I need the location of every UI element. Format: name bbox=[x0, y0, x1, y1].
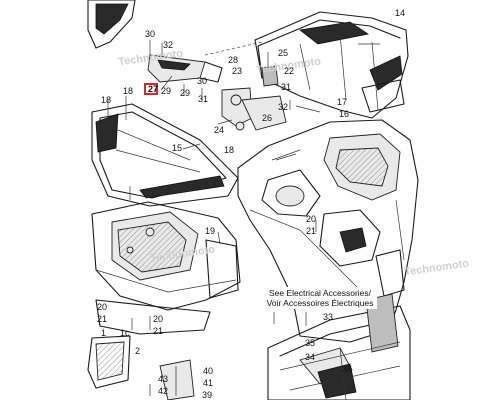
rear-fender bbox=[237, 119, 419, 343]
leader-lines bbox=[160, 43, 380, 245]
callout-19[interactable]: 19 bbox=[205, 226, 216, 236]
callout-29[interactable]: 29 bbox=[180, 88, 191, 98]
highlight-box bbox=[144, 83, 158, 95]
callout-20[interactable]: 20 bbox=[306, 214, 317, 224]
callout-18[interactable]: 18 bbox=[101, 95, 112, 105]
callout-2[interactable]: 2 bbox=[135, 346, 141, 356]
callout-43[interactable]: 43 bbox=[158, 374, 169, 384]
callout-30[interactable]: 30 bbox=[197, 76, 208, 86]
bracket-assembly bbox=[147, 40, 291, 131]
callout-27-highlighted[interactable]: 27 bbox=[148, 84, 159, 94]
top-left-fragment bbox=[87, 0, 136, 49]
callout-1[interactable]: 1 bbox=[101, 328, 107, 338]
callout-31[interactable]: 31 bbox=[281, 82, 292, 92]
callout-42[interactable]: 42 bbox=[158, 386, 169, 396]
callout-29[interactable]: 29 bbox=[161, 86, 172, 96]
callout-20[interactable]: 20 bbox=[97, 302, 108, 312]
callout-32[interactable]: 32 bbox=[278, 102, 289, 112]
callout-14[interactable]: 14 bbox=[395, 8, 406, 18]
callout-21[interactable]: 21 bbox=[97, 314, 108, 324]
callout-34[interactable]: 34 bbox=[305, 352, 316, 362]
callout-40[interactable]: 40 bbox=[203, 366, 214, 376]
callout-35[interactable]: 35 bbox=[305, 338, 316, 348]
callout-28[interactable]: 28 bbox=[228, 55, 239, 65]
electrical-accessories-note[interactable]: See Electrical Accessories/ Voir Accesso… bbox=[263, 287, 377, 309]
callout-31[interactable]: 31 bbox=[198, 94, 209, 104]
callout-39[interactable]: 39 bbox=[202, 390, 213, 400]
callout-16[interactable]: 16 bbox=[339, 109, 350, 119]
front-rack bbox=[91, 96, 239, 207]
callout-21[interactable]: 21 bbox=[153, 326, 164, 336]
lower-left-panel bbox=[87, 299, 211, 400]
callout-32[interactable]: 32 bbox=[163, 40, 174, 50]
rear-rack-top-right bbox=[254, 11, 409, 119]
callout-17[interactable]: 17 bbox=[337, 97, 348, 107]
callout-30[interactable]: 30 bbox=[145, 29, 156, 39]
callout-18[interactable]: 18 bbox=[123, 86, 134, 96]
callout-36[interactable]: 36 bbox=[342, 364, 353, 374]
callout-18[interactable]: 18 bbox=[224, 145, 235, 155]
callout-22[interactable]: 22 bbox=[284, 66, 295, 76]
callout-41[interactable]: 41 bbox=[203, 378, 214, 388]
callout-20[interactable]: 20 bbox=[153, 314, 164, 324]
callout-21[interactable]: 21 bbox=[306, 226, 317, 236]
callout-25[interactable]: 25 bbox=[278, 48, 289, 58]
callout-1c[interactable]: 1c bbox=[120, 328, 130, 338]
callout-23[interactable]: 23 bbox=[232, 66, 243, 76]
lower-right-frame bbox=[267, 293, 411, 400]
front-fender bbox=[91, 201, 241, 311]
callout-15[interactable]: 15 bbox=[172, 143, 183, 153]
callout-33[interactable]: 33 bbox=[323, 312, 334, 322]
note-line-1: See Electrical Accessories/ bbox=[268, 288, 372, 298]
note-line-2: Voir Accessoires Électriques bbox=[266, 298, 374, 308]
callout-26[interactable]: 26 bbox=[262, 113, 273, 123]
callout-24[interactable]: 24 bbox=[214, 125, 225, 135]
